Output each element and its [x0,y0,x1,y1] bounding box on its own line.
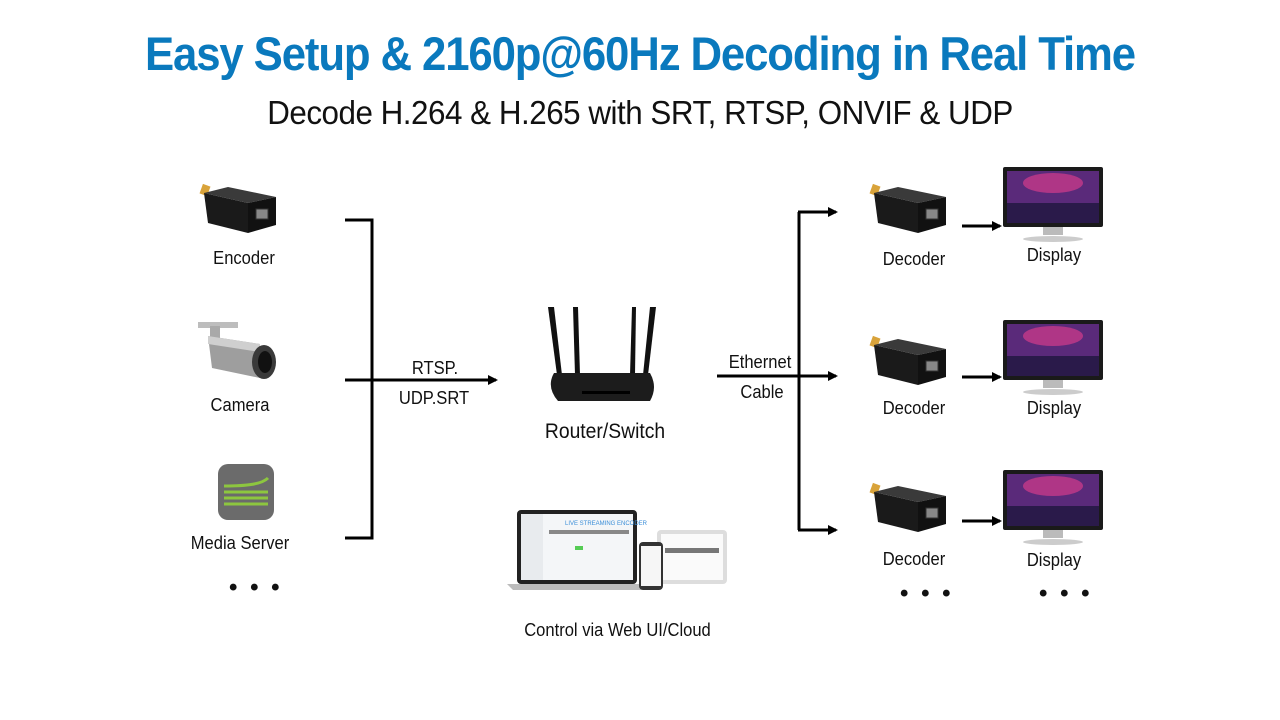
decoder-device-icon [869,335,946,385]
protocol-label-line2: UDP.SRT [398,388,470,408]
decoder-label: Decoder [882,249,946,269]
decoder-label: Decoder [882,398,946,418]
cable-label-line2: Cable [740,382,784,402]
camera-icon [198,322,276,379]
display-label: Display [1026,245,1082,265]
decoder-device-icon [869,183,946,233]
display-monitor-icon [1003,167,1103,242]
protocol-label-line1: RTSP. [411,358,459,378]
media-server-icon [218,464,274,520]
web-ui-devices-icon: LIVE STREAMING ENCODER [507,510,727,590]
source-label-camera: Camera [210,395,270,415]
decoder-device-icon [869,482,946,532]
page-title: Easy Setup & 2160p@60Hz Decoding in Real… [145,27,1136,80]
router-label: Router/Switch [544,420,666,443]
display-label: Display [1026,398,1082,418]
router-icon [548,307,656,401]
page-subtitle: Decode H.264 & H.265 with SRT, RTSP, ONV… [267,94,1013,131]
source-label-encoder: Encoder [213,248,275,268]
cable-label-line1: Ethernet [728,352,792,372]
sources-more-ellipsis: • • • [229,574,283,601]
displays-more-ellipsis: • • • [1039,580,1093,607]
encoder-device-icon [199,183,276,233]
web-ui-screen-title: LIVE STREAMING ENCODER [565,521,648,527]
decoder-label: Decoder [882,549,946,569]
decoders-more-ellipsis: • • • [900,580,954,607]
control-label: Control via Web UI/Cloud [524,620,711,640]
display-monitor-icon [1003,470,1103,545]
display-monitor-icon [1003,320,1103,395]
display-label: Display [1026,550,1082,570]
source-label-media-server: Media Server [190,533,290,553]
